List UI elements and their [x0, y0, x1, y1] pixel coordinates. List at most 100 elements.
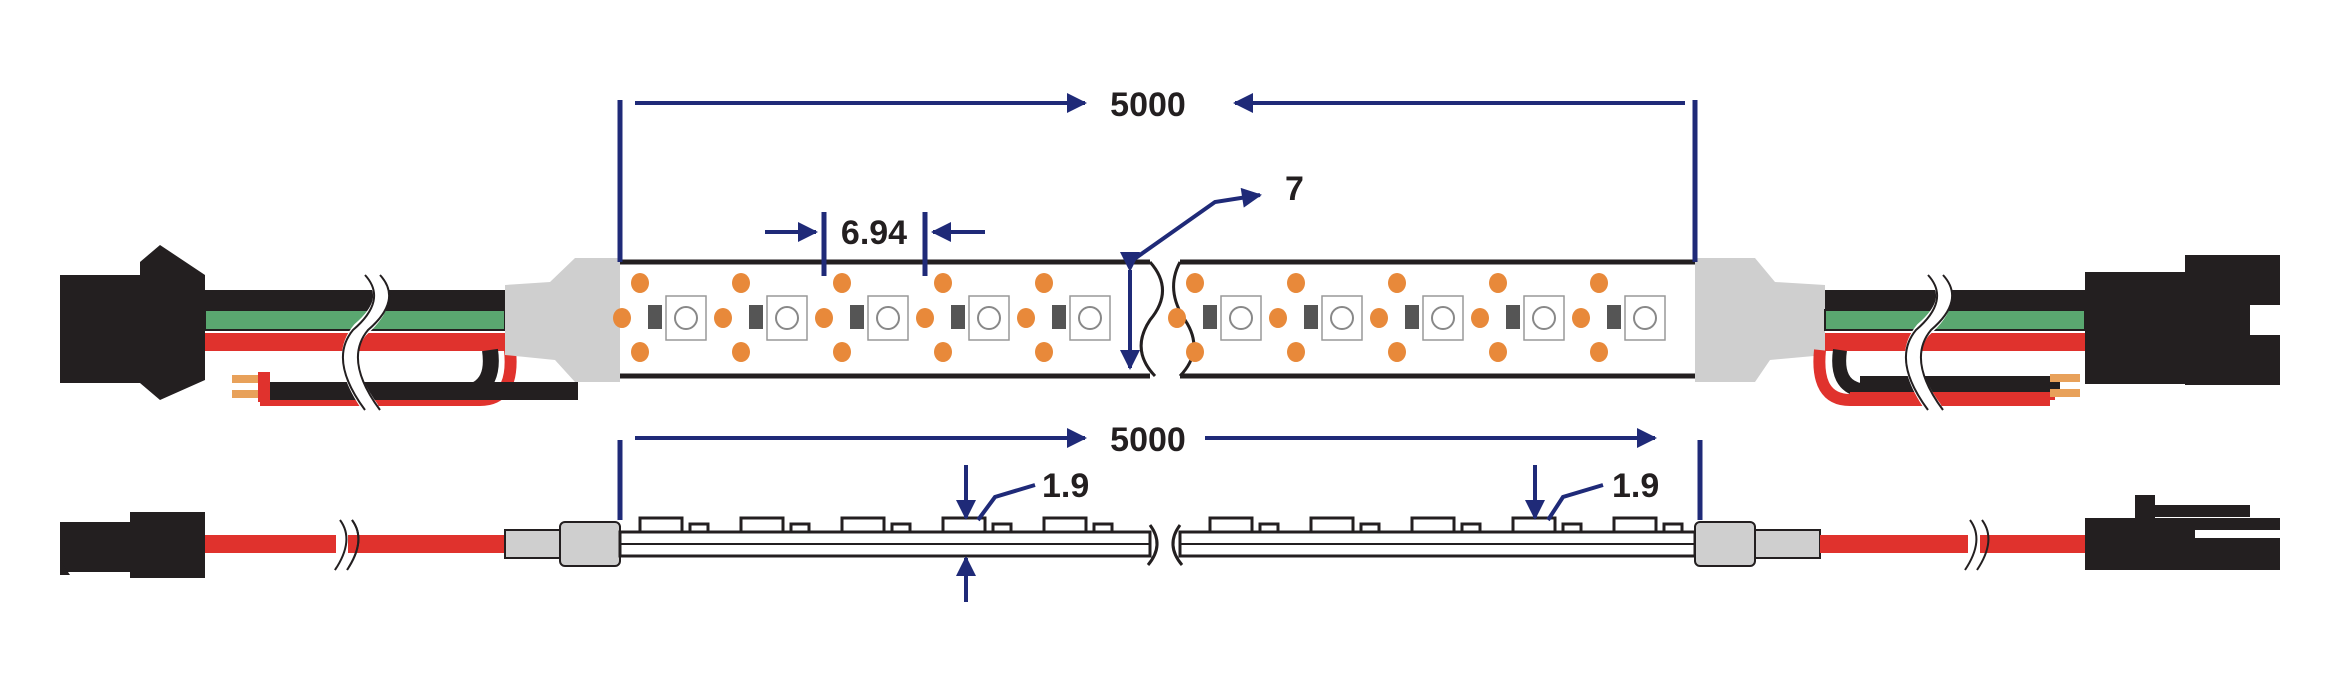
led-unit: [714, 273, 808, 362]
led-chip: [867, 295, 909, 341]
solder-pad: [631, 342, 649, 362]
solder-pad: [833, 342, 851, 362]
right-end-cap: [1695, 258, 1825, 382]
led-lens: [1078, 306, 1102, 330]
resistor: [1203, 305, 1217, 329]
resistor: [1052, 305, 1066, 329]
solder-pad: [631, 273, 649, 293]
solder-pad: [613, 308, 631, 328]
strip-break-top: [1139, 261, 1196, 378]
solder-pad: [916, 308, 934, 328]
dimension-total-length-top: 5000: [617, 86, 1698, 262]
right-wire-side: [1820, 535, 2085, 553]
dimension-led-pitch: 6.94: [765, 212, 985, 276]
side-led-chip: [840, 516, 886, 534]
thickness-left-label: 1.9: [1042, 467, 1089, 505]
right-connector-side: [2085, 495, 2280, 570]
side-led-chip: [1042, 516, 1088, 534]
led-unit: [1017, 273, 1111, 362]
right-wire-bundle: [1813, 269, 2086, 415]
side-resistor: [1561, 522, 1583, 534]
solder-pad: [833, 273, 851, 293]
left-end-cap: [505, 258, 620, 382]
solder-pad: [714, 308, 732, 328]
led-chip: [1220, 295, 1262, 341]
led-unit: [1269, 273, 1363, 362]
side-resistor: [688, 522, 710, 534]
dimension-total-length-bottom: 5000: [617, 421, 1703, 520]
led-lens: [977, 306, 1001, 330]
total-length-top-label: 5000: [1110, 86, 1186, 124]
led-lens: [1633, 306, 1657, 330]
strip-side-right: [1178, 516, 1697, 558]
solder-pad: [1035, 273, 1053, 293]
left-wire-bundle: [204, 269, 578, 415]
side-resistor: [789, 522, 811, 534]
led-lens: [1229, 306, 1253, 330]
side-resistor: [1662, 522, 1684, 534]
led-chip: [1321, 295, 1363, 341]
side-resistor: [1359, 522, 1381, 534]
strip-side-left: [618, 516, 1152, 558]
dimension-thickness-left: 1.9: [956, 465, 1089, 602]
left-wire-side: [205, 535, 505, 553]
solder-pad: [1269, 308, 1287, 328]
strip-break-side: [1146, 524, 1159, 566]
led-chip: [766, 295, 808, 341]
led-chip: [1624, 295, 1666, 341]
side-led-chip: [1612, 516, 1658, 534]
solder-pad: [934, 342, 952, 362]
solder-pad: [934, 273, 952, 293]
left-connector-top: [60, 245, 205, 400]
led-chip: [1422, 295, 1464, 341]
strip-body-right: [1168, 259, 1700, 379]
led-lens: [674, 306, 698, 330]
led-lens: [876, 306, 900, 330]
resistor: [850, 305, 864, 329]
led-unit: [1572, 273, 1666, 362]
led-chip: [665, 295, 707, 341]
solder-pad: [1017, 308, 1035, 328]
led-lens: [1532, 306, 1556, 330]
solder-pad: [1471, 308, 1489, 328]
led-chip: [1069, 295, 1111, 341]
solder-pad: [1572, 308, 1590, 328]
side-resistor: [991, 522, 1013, 534]
side-led-chip: [638, 516, 684, 534]
led-unit: [1168, 273, 1262, 362]
dimension-strip-width: 7: [1120, 170, 1304, 370]
resistor: [749, 305, 763, 329]
side-led-chip: [1410, 516, 1456, 534]
side-resistor: [890, 522, 912, 534]
led-chip: [968, 295, 1010, 341]
solder-pad: [1489, 273, 1507, 293]
solder-pad: [1287, 273, 1305, 293]
led-lens: [775, 306, 799, 330]
strip-width-label: 7: [1285, 170, 1304, 208]
solder-pad: [1370, 308, 1388, 328]
led-chip: [1523, 295, 1565, 341]
solder-pad: [815, 308, 833, 328]
led-unit: [1471, 273, 1565, 362]
led-unit: [1370, 273, 1464, 362]
dimension-thickness-right: 1.9: [1525, 465, 1659, 522]
side-led-chip: [1208, 516, 1254, 534]
led-unit: [613, 273, 707, 362]
solder-pad: [1388, 342, 1406, 362]
side-resistor: [1092, 522, 1114, 534]
solder-pad: [1186, 342, 1204, 362]
solder-pad: [732, 273, 750, 293]
solder-pad: [1168, 308, 1186, 328]
right-connector-top: [2085, 255, 2280, 385]
left-connector-side: [60, 512, 205, 578]
resistor: [1607, 305, 1621, 329]
solder-pad: [732, 342, 750, 362]
side-view: 5000 1.9 1.9: [60, 421, 2280, 602]
led-lens: [1330, 306, 1354, 330]
side-led-chip: [739, 516, 785, 534]
led-unit: [815, 273, 909, 362]
top-view: 5000 6.94 7: [60, 86, 2280, 415]
led-pitch-label: 6.94: [841, 214, 907, 252]
side-resistor: [1460, 522, 1482, 534]
